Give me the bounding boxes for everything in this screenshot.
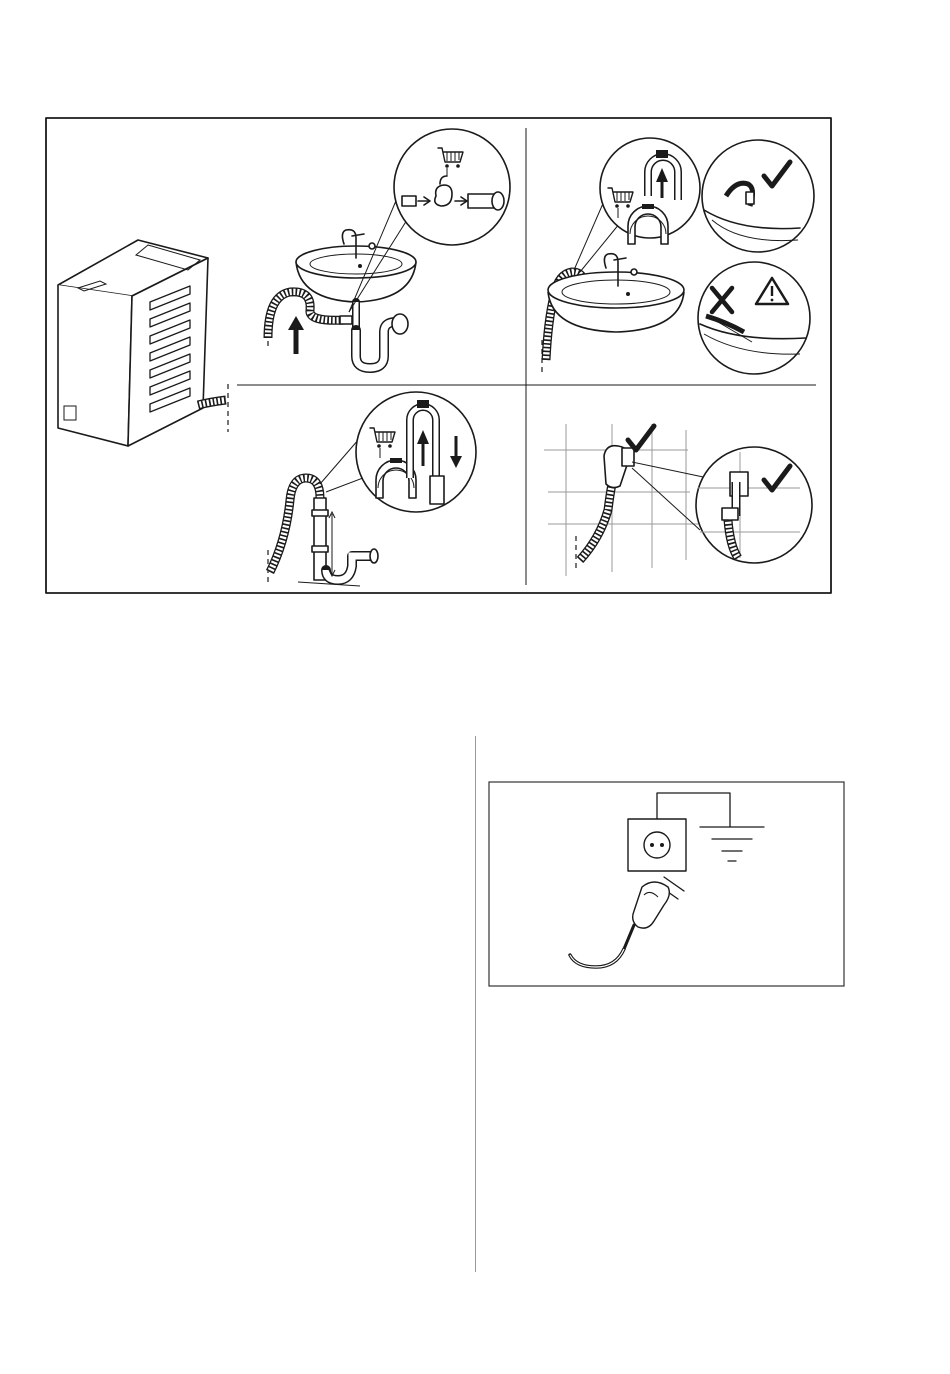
wall-outlet-panel-drawing: [544, 424, 812, 576]
standpipe-panel-drawing: [268, 392, 476, 586]
drain-hose-figure-svg: [0, 0, 950, 610]
socket-frame: [489, 782, 844, 986]
washing-machine-drawing: [58, 240, 228, 446]
siphon-panel-drawing: [268, 129, 510, 368]
basin-edge-panel-drawing: [542, 138, 814, 374]
earthed-socket-svg: [488, 781, 846, 989]
column-divider: [475, 736, 476, 1272]
